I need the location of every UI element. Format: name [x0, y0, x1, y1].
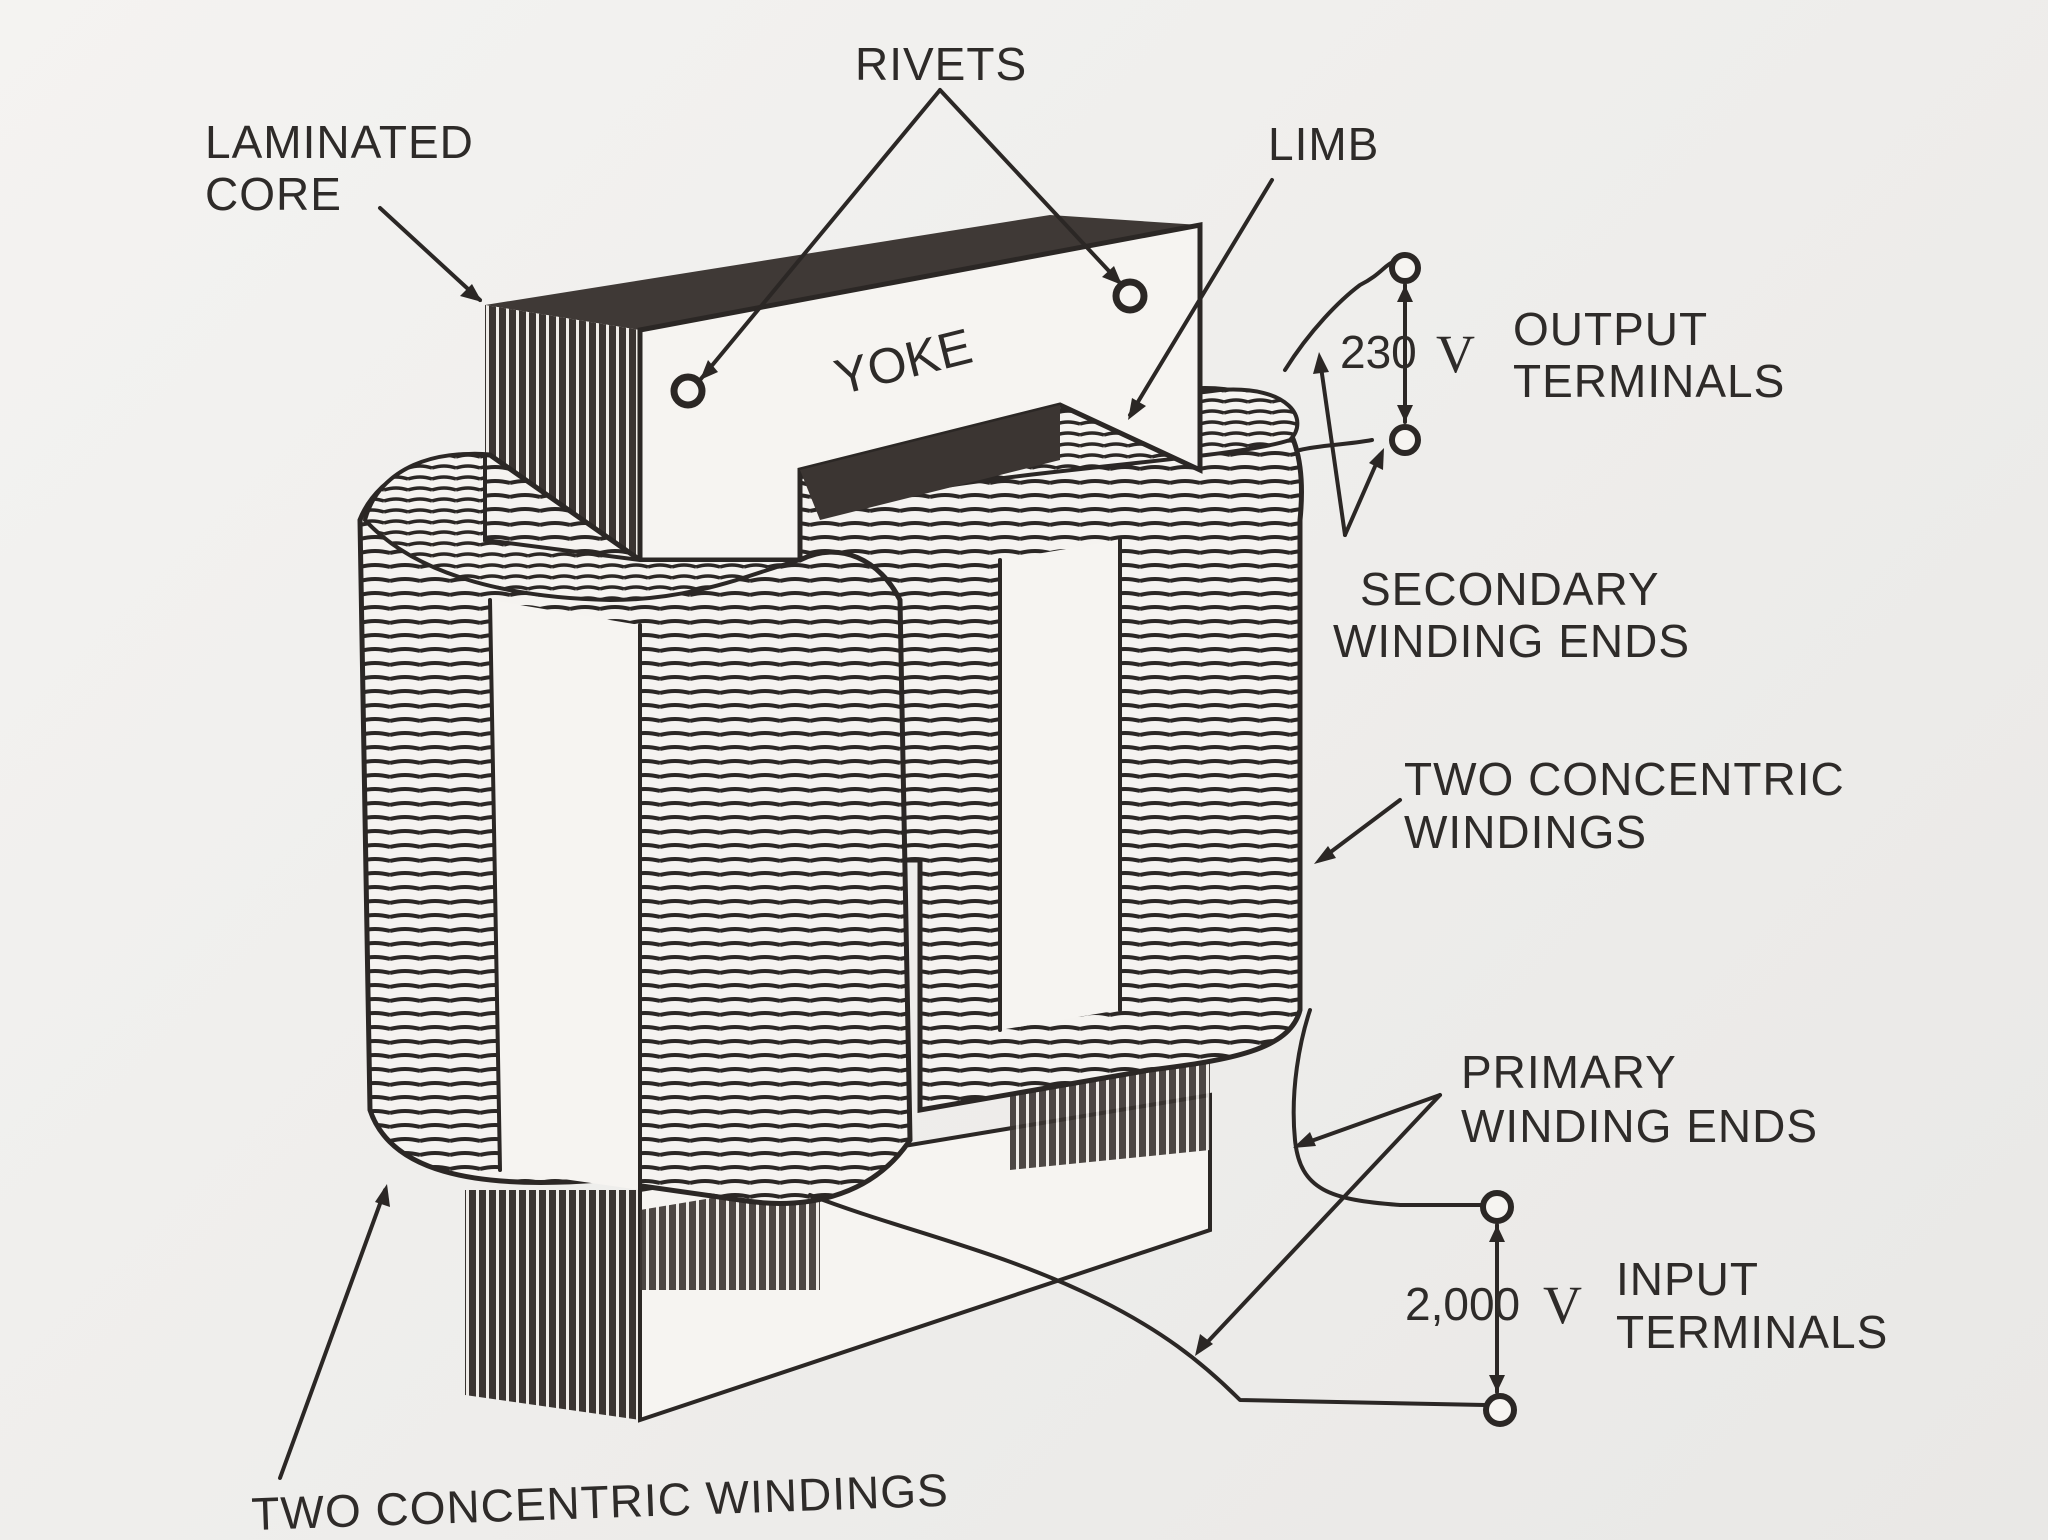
output-terminal-top	[1389, 252, 1421, 284]
rivet-right	[1112, 278, 1148, 314]
rivets-label: RIVETS	[855, 38, 1027, 90]
rivets-leader-left	[698, 88, 942, 382]
concentric-windings-bottom-leader	[278, 1188, 387, 1480]
concentric-windings-right-leader	[1318, 798, 1402, 862]
limb-opening	[800, 405, 1060, 520]
input-terminal-top	[1480, 1190, 1514, 1224]
concentric-windings-bottom-label: TWO CONCENTRIC WINDINGS	[251, 1464, 950, 1540]
input-terminals-label-line2: TERMINALS	[1616, 1306, 1888, 1358]
left-coil-top-rim	[362, 452, 801, 603]
laminated-core-label-line1: LAMINATED	[205, 116, 474, 168]
bottom-core-hatch	[640, 1180, 820, 1290]
primary-wire-bottom	[808, 1193, 1487, 1407]
bottom-core-laminations	[465, 1190, 640, 1420]
output-voltage-value: 230	[1340, 326, 1417, 378]
yoke-top-face	[485, 215, 1200, 330]
limb-label: LIMB	[1268, 118, 1379, 170]
leader-lines	[278, 88, 1505, 1480]
output-terminals-label-line1: OUTPUT	[1513, 303, 1708, 355]
input-terminals-label-line1: INPUT	[1616, 1253, 1759, 1305]
primary-ends-leader-1	[1298, 1093, 1442, 1147]
wiring	[808, 252, 1517, 1427]
left-coil	[357, 451, 913, 1206]
secondary-ends-leader-1	[1318, 358, 1347, 537]
output-terminals-label-line2: TERMINALS	[1513, 355, 1785, 407]
concentric-windings-right-label-line1: TWO CONCENTRIC	[1404, 753, 1845, 805]
laminated-core-leader	[378, 206, 482, 302]
rivet-left	[670, 373, 706, 409]
primary-wire-top	[1291, 1008, 1482, 1207]
secondary-ends-label-line1: SECONDARY	[1360, 563, 1660, 615]
input-voltage-unit: V	[1543, 1275, 1582, 1335]
secondary-ends-leader-2	[1343, 453, 1382, 537]
primary-ends-label-line2: WINDING ENDS	[1461, 1100, 1818, 1152]
primary-ends-label-line1: PRIMARY	[1461, 1046, 1677, 1098]
limb-leader	[1128, 178, 1274, 417]
secondary-wire-top	[1283, 260, 1395, 372]
output-terminal-bottom	[1389, 424, 1421, 456]
laminated-core-label-line2: CORE	[205, 168, 342, 220]
input-terminal-bottom	[1483, 1393, 1517, 1427]
input-voltage-value: 2,000	[1405, 1278, 1520, 1330]
rivets-leader-right	[938, 88, 1124, 287]
output-voltage-unit: V	[1436, 324, 1475, 384]
yoke: YOKE	[485, 215, 1203, 563]
left-coil-blank-band	[490, 600, 640, 1190]
concentric-windings-right-label-line2: WINDINGS	[1404, 806, 1647, 858]
right-coil-blank-band	[1000, 540, 1120, 1030]
primary-ends-leader-2	[1198, 1093, 1442, 1352]
secondary-ends-label-line2: WINDING ENDS	[1333, 615, 1690, 667]
secondary-wire-bottom	[1298, 438, 1374, 452]
